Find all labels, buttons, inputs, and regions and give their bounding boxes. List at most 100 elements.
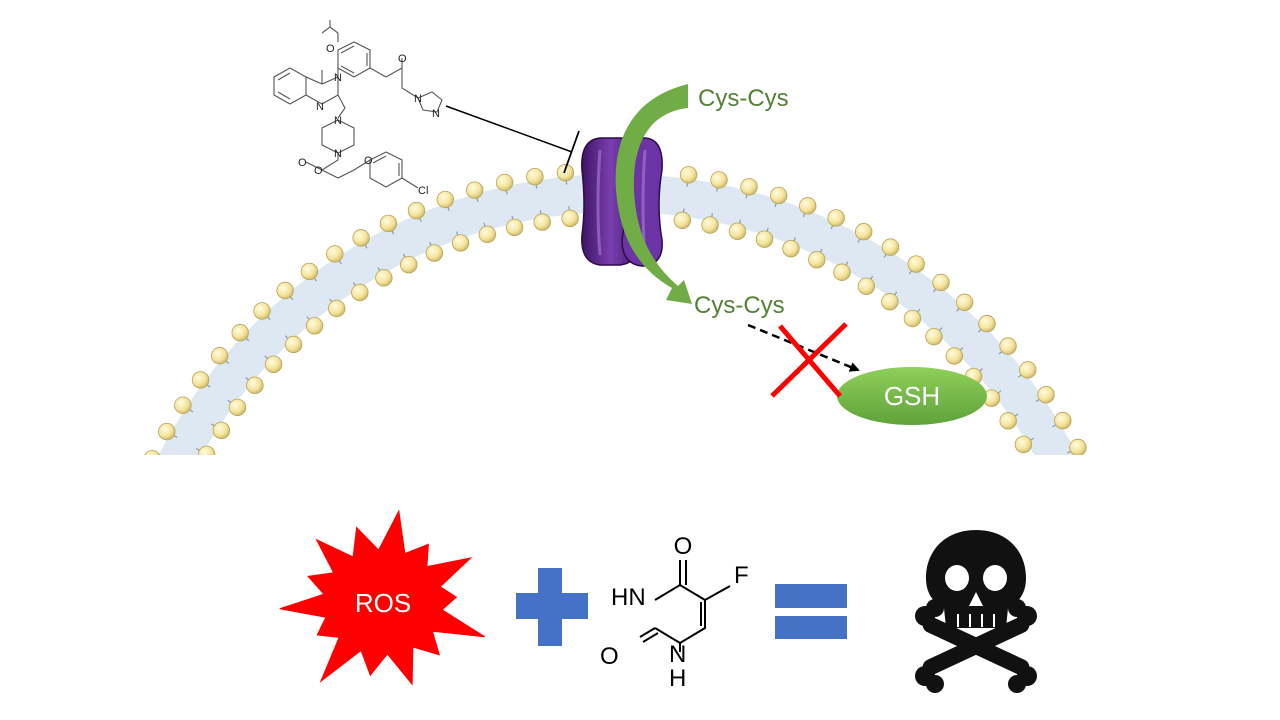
lipid-head: [1069, 438, 1087, 455]
fu-atom-1: F: [734, 562, 749, 589]
lipid-head: [833, 263, 851, 281]
lipid-head: [907, 255, 925, 273]
lipid-head: [351, 283, 369, 302]
lipid-head: [808, 251, 826, 269]
lipid-head: [932, 273, 950, 292]
fluorouracil-atom-labels: O F HN O N H: [600, 533, 749, 692]
lipid-head: [945, 347, 964, 365]
lipid-head: [300, 262, 319, 281]
lipid-head: [701, 216, 719, 234]
equals-icon: [775, 584, 847, 639]
lipid-head: [999, 412, 1017, 430]
lipid-head: [326, 245, 344, 263]
inhibitor-atom-9: O: [314, 165, 323, 177]
lipid-head: [352, 229, 370, 247]
lipid-head: [328, 299, 346, 318]
lipid-head: [212, 421, 231, 440]
lipid-head: [855, 223, 873, 241]
lipid-head: [999, 337, 1017, 355]
lipid-head: [857, 277, 876, 295]
lipid-head: [246, 376, 264, 395]
lipid-head: [755, 230, 774, 248]
blocked-conversion-arrow: [747, 323, 860, 372]
ros-starburst-icon: ROS: [279, 509, 485, 686]
fu-atom-0: O: [674, 533, 693, 560]
lipid-head: [231, 324, 249, 342]
lipid-head: [1014, 435, 1033, 454]
lipid-head: [400, 255, 418, 274]
lipid-head: [407, 201, 426, 220]
inhibitor-atom-labels: O O N N N N N N O O O Cl: [298, 43, 440, 197]
lipid-head: [264, 355, 283, 374]
inhibitor-atom-7: N: [334, 148, 342, 160]
lipid-head: [478, 225, 497, 244]
inhibitor-atom-10: O: [364, 155, 373, 167]
inhibitor-atom-1: O: [398, 53, 407, 65]
lipid-head: [131, 479, 148, 496]
gsh-label: GSH: [884, 381, 940, 411]
lipid-head: [955, 293, 974, 312]
lipid-head: [769, 186, 788, 205]
cystine-transport-arrow: [615, 84, 692, 304]
lipid-head: [451, 234, 470, 252]
lipid-head: [425, 244, 444, 262]
lipid-head: [375, 269, 393, 287]
lipid-head: [799, 197, 817, 215]
inhibitor-atom-8: O: [298, 157, 307, 169]
lipid-head: [505, 218, 524, 237]
lipid-head: [158, 422, 176, 441]
lipid-head: [284, 335, 303, 354]
lipid-head: [903, 309, 922, 328]
lipid-head: [197, 445, 216, 455]
lipid-head: [978, 314, 996, 333]
lipid-head: [436, 190, 454, 209]
lipid-head: [1083, 467, 1100, 484]
inhibitor-atom-3: N: [316, 101, 324, 113]
lipid-head: [305, 317, 324, 335]
inhibitor-structure: [273, 20, 443, 189]
lipid-head: [276, 281, 294, 300]
lipid-head: [1041, 486, 1058, 503]
cystine-extracellular-label: Cys-Cys: [698, 85, 789, 112]
fu-atom-2: HN: [611, 584, 646, 611]
lipid-head: [253, 302, 271, 320]
cell-membrane: [131, 163, 1100, 513]
plus-icon: [516, 568, 588, 646]
lipid-head: [728, 222, 747, 241]
lipid-head: [210, 347, 229, 365]
inhibition-line: [445, 105, 580, 174]
lipid-head: [710, 171, 728, 189]
inhibitor-atom-11: Cl: [418, 185, 428, 197]
lipid-head: [556, 163, 575, 182]
lipid-head: [782, 239, 800, 258]
fu-atom-4: N: [669, 641, 686, 668]
inhibitor-atom-6: N: [334, 115, 342, 127]
lipid-head: [379, 214, 398, 233]
ros-label: ROS: [355, 588, 411, 618]
lipid-head: [1029, 461, 1046, 478]
lipid-head: [533, 213, 551, 231]
lipid-head: [1054, 411, 1072, 430]
lipid-head: [1019, 361, 1037, 379]
lipid-head: [144, 450, 161, 455]
lipid-head: [679, 166, 698, 184]
lipid-head: [740, 178, 758, 196]
inhibitor-atom-0: O: [326, 43, 335, 55]
lipid-head: [881, 293, 899, 311]
gsh-node: GSH: [837, 367, 987, 425]
lipid-head: [673, 211, 692, 230]
blocked-x-icon: [770, 322, 848, 398]
lipid-head: [173, 496, 190, 513]
skull-crossbones-icon: [915, 530, 1037, 693]
lipid-head: [881, 238, 900, 256]
lipid-head: [228, 398, 247, 417]
lipid-head: [925, 327, 943, 346]
lipid-head: [827, 209, 845, 227]
fluorouracil-structure: [639, 560, 731, 652]
fu-atom-3: O: [600, 643, 619, 670]
lipid-head: [174, 396, 192, 414]
lipid-head: [561, 209, 579, 228]
lipid-head: [191, 371, 210, 389]
lipid-head: [185, 471, 202, 488]
